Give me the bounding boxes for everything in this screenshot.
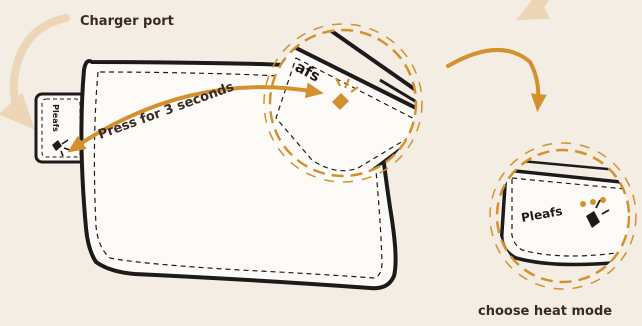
heat-mode-label: choose heat mode <box>478 304 612 319</box>
zoom-circle-mode: Pleafs <box>490 143 640 289</box>
top-arrow <box>528 0 545 14</box>
mode-arrow <box>448 50 538 104</box>
charger-port-label: Charger port <box>80 14 174 29</box>
charger-tab: Pleafs <box>36 94 86 162</box>
charger-tab-logo: Pleafs <box>51 104 60 132</box>
